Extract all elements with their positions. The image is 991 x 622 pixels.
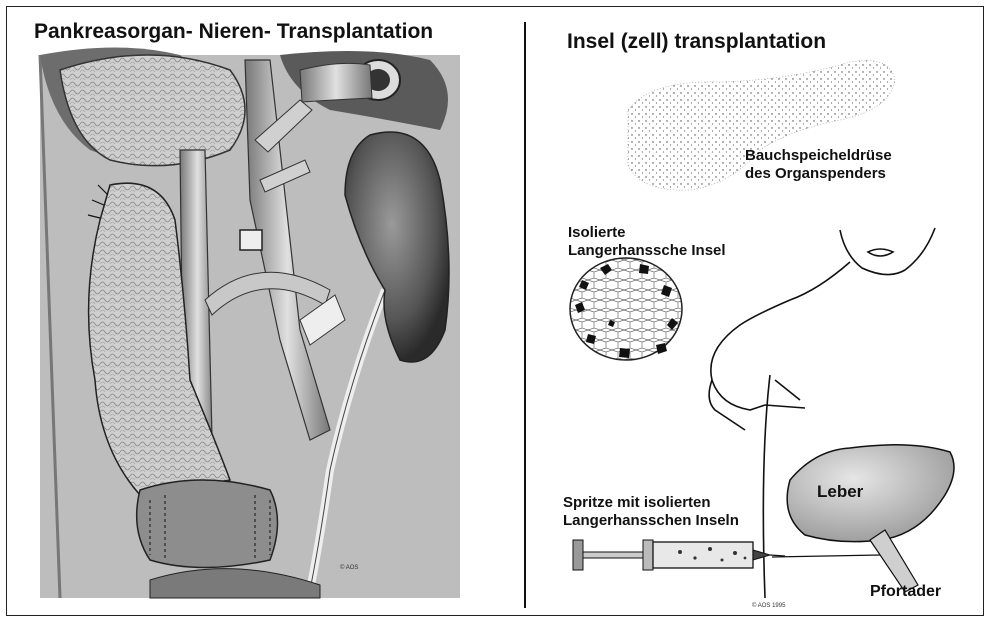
islet-label: Isolierte Langerhanssche Insel bbox=[568, 224, 726, 260]
liver-label: Leber bbox=[817, 483, 863, 501]
right-copyright: © AOS 1995 bbox=[752, 603, 785, 609]
right-panel-title: Insel (zell) transplantation bbox=[567, 30, 826, 54]
pancreas-kidney-illustration bbox=[40, 48, 460, 599]
left-panel-title: Pankreasorgan- Nieren- Transplantation bbox=[34, 20, 433, 44]
syringe-label: Spritze mit isolierten Langerhansschen I… bbox=[563, 494, 739, 530]
liver-illustration bbox=[772, 445, 954, 592]
portal-vein-label: Pfortader bbox=[870, 583, 941, 601]
syringe-illustration bbox=[573, 540, 785, 570]
donor-pancreas-label: Bauchspeicheldrüse des Organspenders bbox=[745, 147, 892, 183]
left-copyright: © AOS bbox=[340, 565, 358, 571]
islet-illustration bbox=[570, 258, 682, 360]
